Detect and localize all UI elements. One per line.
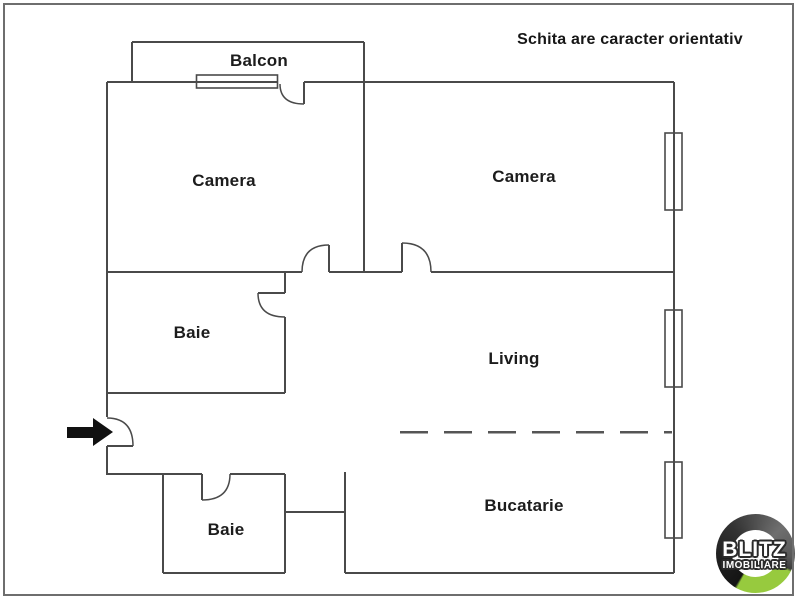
logo-tagline-text: IMOBILIARE xyxy=(722,560,787,571)
balcony-window xyxy=(195,74,279,89)
door-leaves xyxy=(107,82,403,500)
door-swing-arcs xyxy=(106,83,432,501)
room-label-balcon: Balcon xyxy=(230,51,288,70)
kitchen-window xyxy=(664,461,683,539)
room-label-baie-lower: Baie xyxy=(207,520,245,539)
room-label-baie-upper: Baie xyxy=(173,323,211,342)
blitz-imobiliare-logo: BLITZ IMOBILIARE xyxy=(716,514,795,593)
room-label-camera-left: Camera xyxy=(192,171,256,190)
walls xyxy=(106,41,675,574)
logo-brand-text: BLITZ xyxy=(722,538,787,561)
entrance-arrow-icon xyxy=(67,418,113,446)
disclaimer-text: Schita are caracter orientativ xyxy=(517,31,743,48)
room-label-bucatarie: Bucatarie xyxy=(484,496,564,515)
living-window xyxy=(664,309,683,388)
bedroom-window xyxy=(664,132,683,211)
room-label-living: Living xyxy=(488,349,540,368)
windows xyxy=(195,74,683,539)
logo-ring-hole xyxy=(732,530,779,577)
room-label-camera-right: Camera xyxy=(492,167,556,186)
